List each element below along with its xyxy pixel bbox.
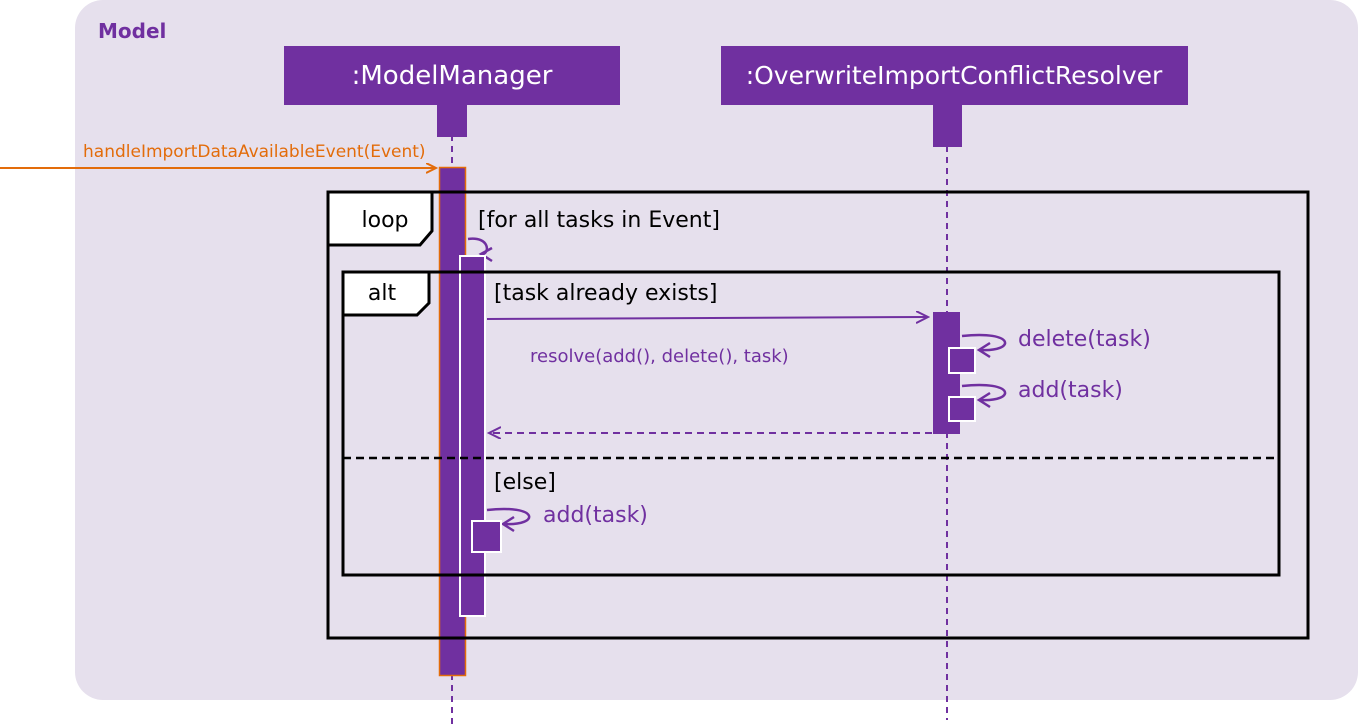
add-else-activation [471, 520, 502, 553]
delete-self-label: delete(task) [1018, 327, 1151, 352]
alt-tab [341, 270, 431, 317]
add-resolver-self-label: add(task) [1018, 378, 1123, 403]
alt-guard: [task already exists] [494, 281, 717, 306]
delete-self-call [961, 333, 1007, 352]
model-manager-title: :ModelManager [352, 61, 553, 91]
alt-keyword: alt [368, 281, 397, 306]
add-else-self-call [486, 507, 531, 526]
model-manager-nested-activation [459, 255, 486, 617]
incoming-message-label: handleImportDataAvailableEvent(Event) [83, 142, 426, 162]
loop-tab [326, 190, 434, 247]
resolve-message-label: resolve(add(), delete(), task) [530, 346, 789, 367]
model-manager-head [284, 46, 620, 105]
loop-self-call-head [478, 246, 493, 263]
model-manager-stub [437, 105, 467, 137]
add-resolver-activation [948, 396, 976, 422]
delete-self-call-head [976, 341, 991, 359]
delete-activation [948, 347, 976, 374]
resolver-title: :OverwriteImportConflictResolver [746, 61, 1163, 90]
add-resolver-self-call-head [976, 391, 991, 409]
else-guard: [else] [494, 470, 556, 495]
add-else-self-label: add(task) [543, 503, 648, 528]
resolve-message-arrow [486, 317, 928, 319]
resolver-head [721, 46, 1188, 105]
add-resolver-self-call [961, 383, 1007, 402]
loop-guard: [for all tasks in Event] [478, 208, 720, 233]
model-package [75, 0, 1358, 700]
add-else-self-call-head [500, 515, 515, 533]
package-label: Model [98, 19, 166, 43]
loop-frame [326, 190, 1310, 640]
loop-keyword: loop [362, 208, 409, 233]
resolver-stub [933, 105, 962, 147]
alt-frame [341, 270, 1281, 577]
